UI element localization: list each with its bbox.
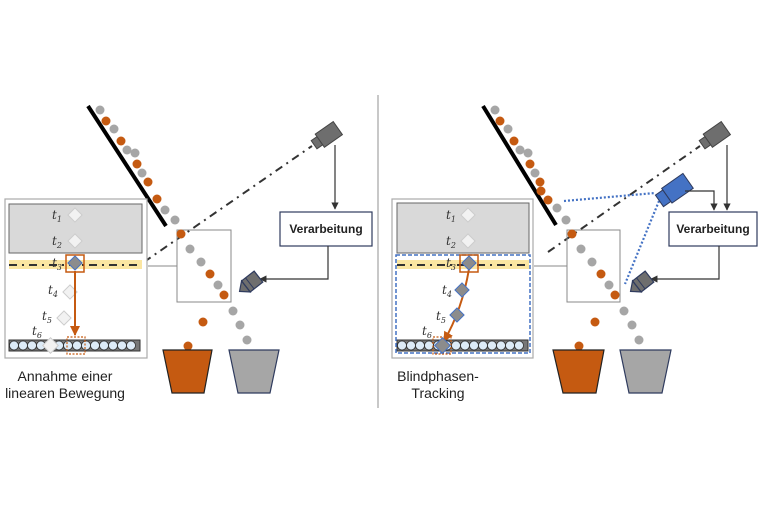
svg-text:t6: t6: [422, 324, 432, 340]
svg-text:t2: t2: [52, 234, 62, 250]
particle-t2: [67, 233, 83, 249]
falling-particles: [176, 229, 252, 351]
particle-t5: [449, 307, 465, 323]
camera-sight-line: [143, 145, 313, 263]
chute: [86, 104, 168, 228]
caption-left-line1: Annahme einer: [18, 368, 113, 384]
particle-t1: [460, 207, 476, 223]
particle-t5: [56, 310, 72, 326]
particle-t4: [62, 284, 78, 300]
svg-text:t4: t4: [442, 283, 452, 299]
chute: [481, 104, 558, 227]
processing-to-nozzle-arrow: [259, 246, 329, 283]
inset-detail: t1 t2 t3 t4 t5 t6: [391, 198, 534, 359]
svg-text:t3: t3: [446, 256, 456, 272]
bin-accept-icon: [228, 349, 280, 394]
svg-text:t5: t5: [42, 309, 52, 325]
svg-text:t3: t3: [52, 256, 62, 272]
predicted-position-box: [66, 336, 86, 355]
bin-accept-icon: [619, 349, 672, 394]
line-scan-camera-icon: [310, 120, 344, 150]
detected-position-box: [459, 254, 479, 273]
svg-text:t5: t5: [436, 309, 446, 325]
processing-label: Verarbeitung: [289, 222, 362, 236]
particle-t4: [454, 282, 470, 298]
detected-position-box: [65, 254, 85, 273]
caption-right-line1: Blindphasen-: [397, 368, 479, 384]
svg-text:t2: t2: [446, 234, 456, 250]
svg-text:t1: t1: [52, 208, 62, 224]
particle-positions: [42, 207, 83, 354]
area-camera-icon: [654, 172, 694, 208]
particle-t6: [42, 337, 59, 354]
inset-detail: t1 t2 t3 t4 t5 t6: [4, 198, 148, 359]
area-camera-sight-lower: [623, 200, 661, 285]
camera-sight-line: [547, 145, 701, 253]
conveyor-rollers: [9, 340, 136, 351]
caption-right-line2: Tracking: [411, 385, 464, 401]
panel-left: Verarbeitung: [4, 104, 373, 401]
falling-particles: [567, 229, 644, 351]
area-camera-to-processing-arrow: [685, 190, 718, 211]
svg-text:t1: t1: [446, 208, 456, 224]
area-camera-sight-upper: [563, 191, 656, 203]
particle-t6: [434, 337, 451, 354]
processing-box: [279, 211, 373, 247]
processing-box: [668, 211, 758, 247]
bin-reject-icon: [552, 349, 605, 394]
svg-text:t4: t4: [48, 283, 58, 299]
caption-left-line2: linearen Bewegung: [5, 385, 125, 401]
line-scan-camera-icon: [698, 120, 732, 150]
particle-t3: [67, 255, 83, 271]
particle-t3: [461, 255, 477, 271]
bin-reject-icon: [162, 349, 213, 394]
processing-label: Verarbeitung: [676, 222, 749, 236]
processing-to-nozzle-arrow: [650, 246, 720, 283]
time-label-t1: 1: [57, 215, 62, 224]
predicted-position-box: [432, 336, 452, 355]
camera-field-region: [396, 202, 530, 254]
air-nozzle-icon: [629, 270, 655, 293]
particle-t1: [67, 207, 83, 223]
svg-text:t6: t6: [32, 324, 42, 340]
air-nozzle-icon: [238, 270, 264, 293]
particles-on-chute: [490, 105, 571, 225]
particle-t2: [460, 233, 476, 249]
panel-right: Verarbeitung: [391, 104, 758, 401]
particles-on-chute: [95, 105, 180, 225]
tracked-trajectory: [443, 268, 470, 342]
